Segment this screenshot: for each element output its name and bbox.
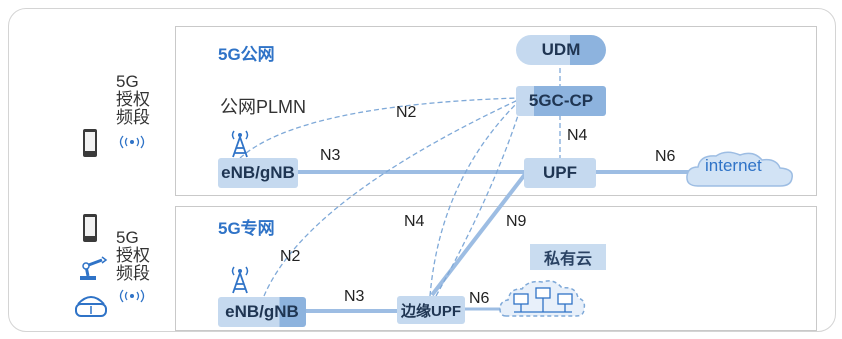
enb-gnb-private-node: eNB/gNB xyxy=(218,297,306,327)
n2-private-label: N2 xyxy=(280,248,301,265)
n3-public-label: N3 xyxy=(320,147,341,164)
n3-private-label: N3 xyxy=(344,288,365,305)
band-line: 5G xyxy=(116,228,139,247)
n2-public-label: N2 xyxy=(396,104,417,121)
5gc-cp-node: 5GC-CP xyxy=(516,86,606,116)
public-zone-title: 5G公网 xyxy=(218,45,275,64)
band-line: 5G xyxy=(116,72,139,91)
wireless-signal-icon xyxy=(118,135,146,154)
vr-headset-icon xyxy=(74,292,108,325)
band-line: 授权 xyxy=(116,246,150,265)
band-line: 授权 xyxy=(116,90,150,109)
private-cloud-label: 私有云 xyxy=(530,244,606,270)
n9-link xyxy=(430,171,528,297)
phone-icon xyxy=(82,128,98,163)
n2-public-link xyxy=(239,97,519,159)
udm-node: UDM xyxy=(516,35,606,65)
upf-node: UPF xyxy=(524,158,596,188)
n9-label: N9 xyxy=(506,213,527,230)
antenna-icon xyxy=(227,126,253,163)
band-label-bottom: 5G 授权 频段 xyxy=(116,229,150,283)
band-label-top: 5G 授权 频段 xyxy=(116,73,150,127)
n2-private-link xyxy=(263,99,519,297)
cloud-icon xyxy=(684,150,796,193)
internet-label: internet xyxy=(705,156,762,175)
antenna-icon xyxy=(227,262,253,299)
n4-private-link-b xyxy=(435,102,523,297)
server-rack-icon xyxy=(496,276,588,329)
n6-private-label: N6 xyxy=(469,290,490,307)
n4-private-label: N4 xyxy=(404,213,425,230)
n6-public-label: N6 xyxy=(655,148,676,165)
phone-icon xyxy=(82,213,98,248)
wireless-signal-icon xyxy=(118,289,146,308)
edge-upf-node: 边缘UPF xyxy=(397,296,465,324)
n4-public-label: N4 xyxy=(567,127,588,144)
private-zone-title: 5G专网 xyxy=(218,219,275,238)
band-line: 频段 xyxy=(116,264,150,283)
n4-private-link-a xyxy=(429,101,519,297)
public-plmn-label: 公网PLMN xyxy=(220,97,307,117)
robot-arm-icon xyxy=(76,254,108,287)
enb-gnb-public-node: eNB/gNB xyxy=(218,158,298,188)
band-line: 频段 xyxy=(116,108,150,127)
